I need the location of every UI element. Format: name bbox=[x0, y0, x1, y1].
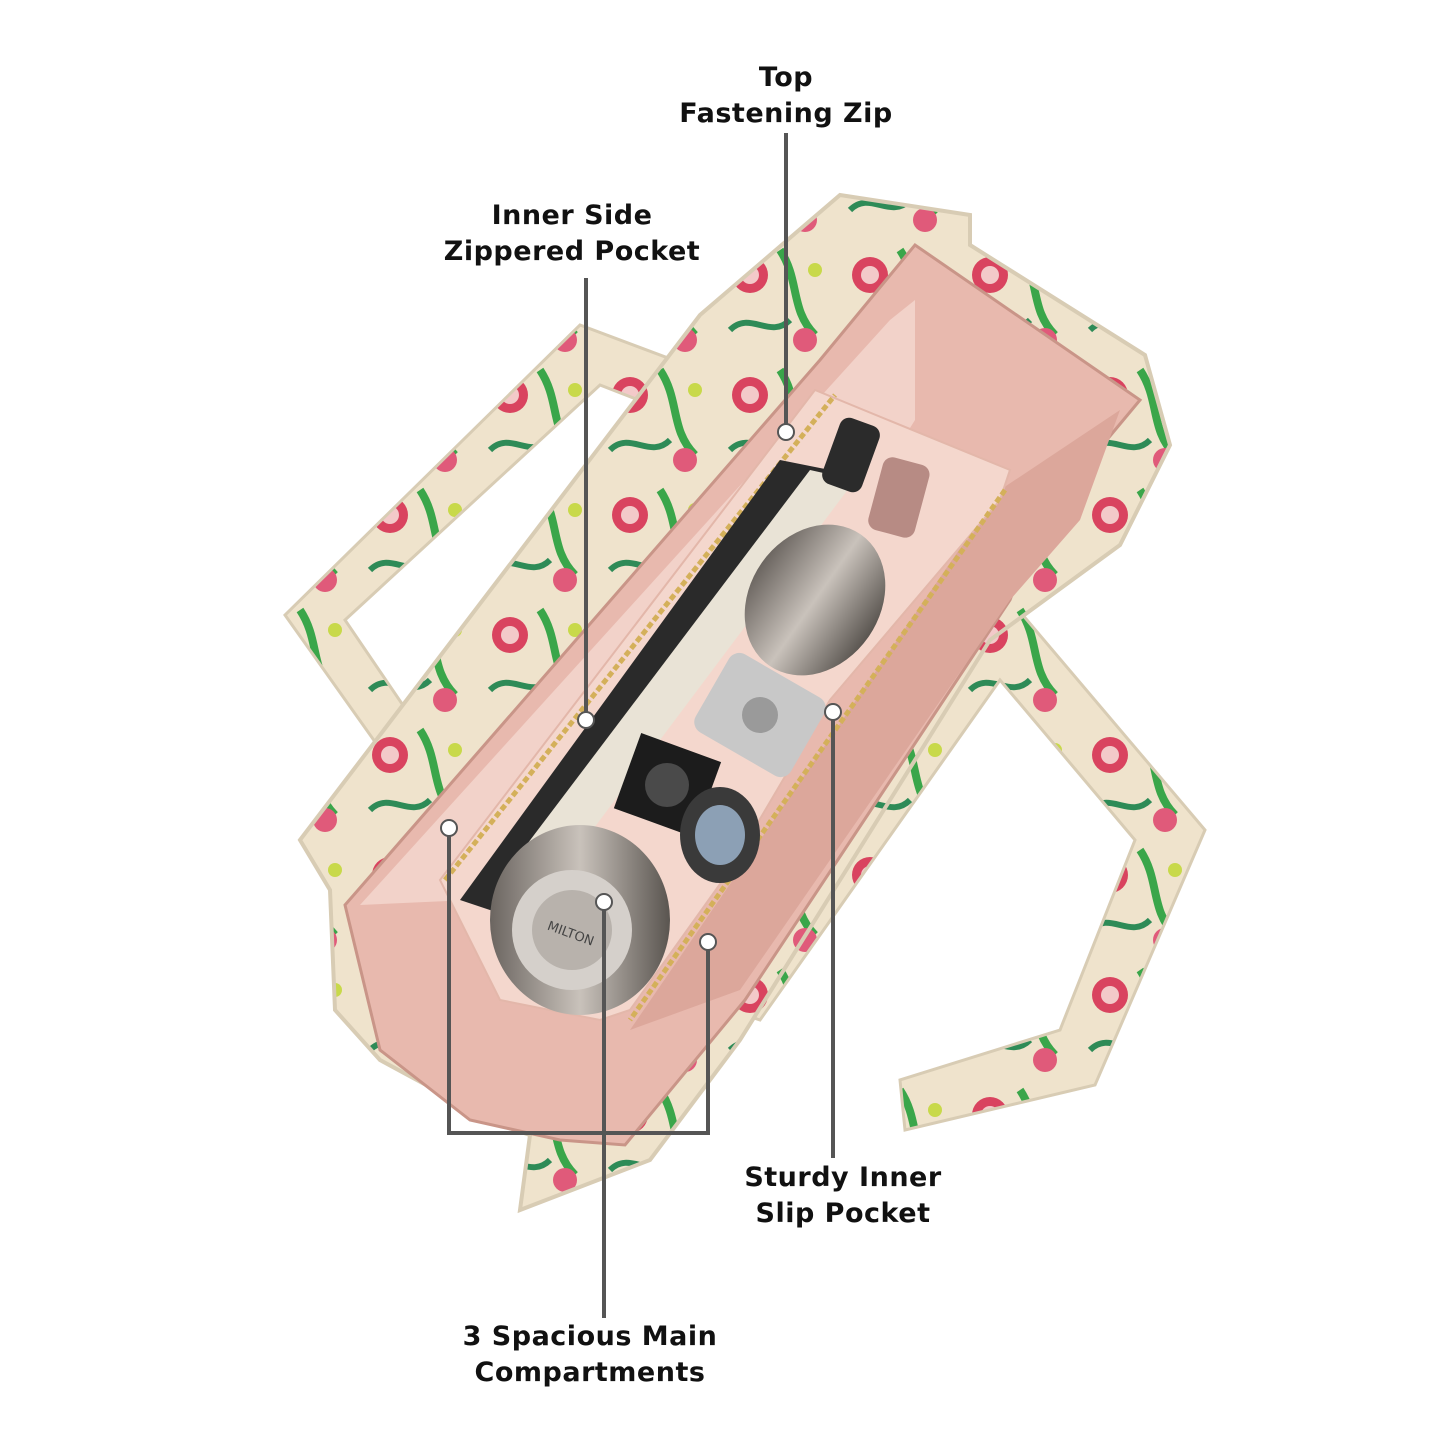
compartment-dot-right bbox=[699, 933, 717, 951]
top-zip-label: Top Fastening Zip bbox=[636, 60, 936, 132]
top-zip-dot bbox=[777, 423, 795, 441]
compartments-label: 3 Spacious Main Compartments bbox=[430, 1319, 750, 1391]
slip-pocket-label: Sturdy Inner Slip Pocket bbox=[693, 1160, 993, 1232]
compartments-label-line1: 3 Spacious Main bbox=[462, 1321, 718, 1352]
side-pocket-label-line1: Inner Side bbox=[491, 200, 653, 231]
compartments-label-line2: Compartments bbox=[474, 1357, 706, 1388]
compartment-dot-center bbox=[595, 893, 613, 911]
side-pocket-label: Inner Side Zippered Pocket bbox=[422, 198, 722, 270]
top-zip-label-line1: Top bbox=[758, 62, 814, 93]
slip-pocket-label-line2: Slip Pocket bbox=[755, 1198, 931, 1229]
top-zip-label-line2: Fastening Zip bbox=[679, 98, 893, 129]
side-pocket-dot bbox=[577, 711, 595, 729]
callout-lines bbox=[447, 133, 835, 1318]
bag-contents: MILTON bbox=[438, 388, 1012, 1022]
side-pocket-label-line2: Zippered Pocket bbox=[443, 236, 701, 267]
slip-pocket-dot bbox=[824, 703, 842, 721]
slip-pocket-label-line1: Sturdy Inner bbox=[744, 1162, 942, 1193]
callout-dots bbox=[440, 423, 842, 951]
compartment-dot-left bbox=[440, 819, 458, 837]
compartments-bracket bbox=[447, 828, 710, 1135]
